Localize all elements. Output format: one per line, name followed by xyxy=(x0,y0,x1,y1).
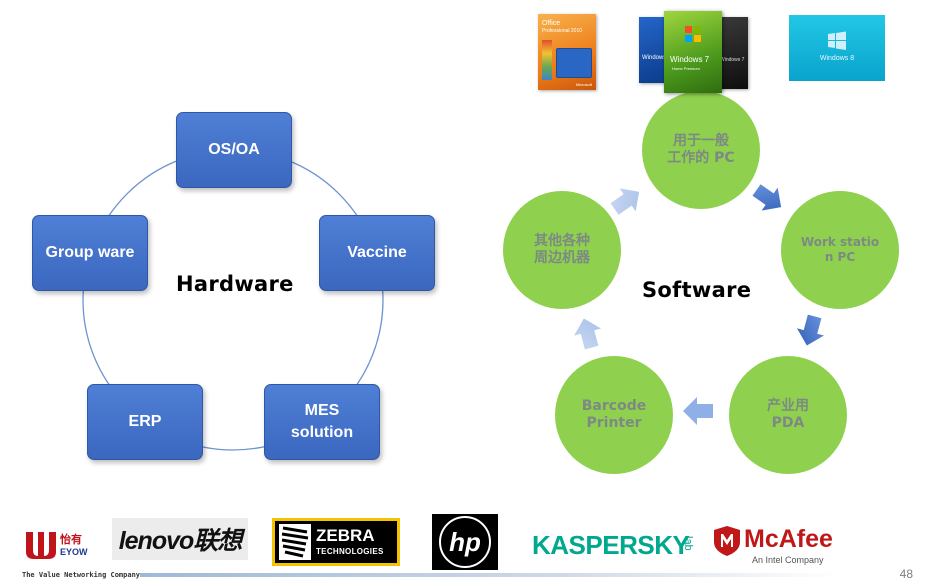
hw-node-vaccine: Vaccine xyxy=(319,215,435,291)
hw-node-os-oa: OS/OA xyxy=(176,112,292,188)
windows-flag-icon xyxy=(684,25,702,43)
sw-node-barcode-printer: Barcode Printer xyxy=(555,356,673,474)
arrow-left-icon xyxy=(683,397,713,425)
win7-title: Windows 7 xyxy=(670,55,710,64)
win8-title: Windows 8 xyxy=(819,55,855,62)
sw-node-general-pc: 用于一般 工作的 PC xyxy=(642,91,760,209)
zebra-head-icon xyxy=(279,524,311,560)
lenovo-wordmark: lenovo联想 xyxy=(118,527,243,555)
sw-node-workstation: Work statio n PC xyxy=(781,191,899,309)
footer-divider xyxy=(140,573,840,577)
mcafee-shield-icon xyxy=(714,526,740,556)
briefcase-icon xyxy=(556,48,592,78)
hw-node-label: MES solution xyxy=(290,402,354,441)
eyow-mark-icon xyxy=(26,532,56,559)
hw-node-erp: ERP xyxy=(87,384,203,460)
win7-left-edge-label: Windows xyxy=(642,55,667,61)
mcafee-sub: An Intel Company xyxy=(752,555,824,565)
sw-node-label: Work statio n PC xyxy=(800,235,880,264)
zebra-sub: TECHNOLOGIES xyxy=(316,547,384,556)
arrow-up-icon xyxy=(573,318,602,350)
office-box-line1: Office xyxy=(542,20,561,27)
hp-wordmark: hp xyxy=(449,526,481,557)
zebra-logo: ZEBRA TECHNOLOGIES xyxy=(272,518,400,566)
hp-logo: hp xyxy=(432,514,498,570)
eyow-chinese: 怡有 xyxy=(60,533,82,546)
sw-node-peripherals: 其他各种 周边机器 xyxy=(503,191,621,309)
arrow-right-icon xyxy=(752,184,782,211)
page-number: 48 xyxy=(899,567,913,581)
mcafee-logo: McAfee An Intel Company xyxy=(714,524,864,568)
win7-right-edge-label: Windows 7 xyxy=(720,57,745,63)
hw-node-mes: MES solution xyxy=(264,384,380,460)
footer-tagline: The Value Networking Company xyxy=(22,571,141,579)
arrow-up-right-icon xyxy=(610,188,640,215)
hardware-title: Hardware xyxy=(176,272,294,296)
hw-node-label: Group ware xyxy=(45,244,135,262)
hw-node-label: OS/OA xyxy=(208,141,260,159)
eyow-english: EYOW xyxy=(60,547,88,557)
sw-node-pda: 产业用 PDA xyxy=(729,356,847,474)
win7-edition: Home Premium xyxy=(672,66,700,71)
office-box-brand: Microsoft xyxy=(575,82,592,87)
office-box-line2: Professional 2010 xyxy=(542,28,583,34)
hw-node-groupware: Group ware xyxy=(32,215,148,291)
sw-node-label: Barcode Printer xyxy=(581,397,647,432)
hw-node-label: ERP xyxy=(128,413,162,431)
lenovo-logo: lenovo联想 xyxy=(112,518,248,560)
software-title: Software xyxy=(642,278,752,302)
kaspersky-logo: KASPERSKY lab xyxy=(532,530,702,564)
sw-node-label: 产业用 PDA xyxy=(767,397,809,432)
arrow-down-icon xyxy=(796,314,825,346)
hw-node-label: Vaccine xyxy=(347,244,407,262)
zebra-name: ZEBRA xyxy=(316,526,375,545)
windows8-logo-icon xyxy=(827,31,847,51)
sw-node-label: 用于一般 工作的 PC xyxy=(667,132,735,167)
kaspersky-wordmark: KASPERSKY xyxy=(532,530,690,560)
office-2010-box: Office Professional 2010 Microsoft xyxy=(538,14,596,90)
eyow-logo: 怡有 EYOW xyxy=(24,530,94,562)
office-colored-strip xyxy=(542,40,552,80)
sw-node-label: 其他各种 周边机器 xyxy=(534,232,590,267)
mcafee-wordmark: McAfee xyxy=(744,525,833,553)
windows7-home-premium-box: Windows 7 Home Premium xyxy=(664,11,722,93)
windows8-box: Windows 8 xyxy=(789,15,885,81)
kaspersky-lab: lab xyxy=(682,536,694,551)
